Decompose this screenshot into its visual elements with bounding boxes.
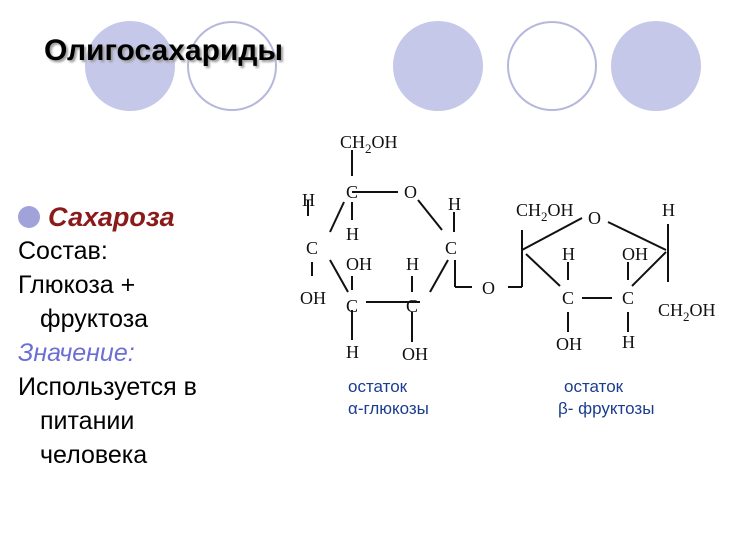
composition-value-2: фруктоза [40,305,149,333]
decor-circle-2 [187,21,277,111]
fructose-h-c4: H [622,332,635,352]
glucose-h-c5-down: H [346,224,359,244]
glucose-c2: C [406,296,418,316]
glucose-c5: C [346,182,358,202]
fructose-c3: C [562,288,574,308]
sucrose-structure-diagram: CH2OH C O H H H C C OH OH C H H C OH O C… [300,132,716,418]
glucose-h-c5: H [302,190,315,210]
fructose-h-c3: H [562,244,575,264]
subject-line: Сахароза [18,200,288,234]
fructose-ch2oh-top: CH2OH [516,200,574,224]
subject-heading: Сахароза [48,202,175,232]
significance-line-1: Используется в [18,373,197,401]
composition-label: Состав: [18,237,108,265]
glucose-c3: C [346,296,358,316]
bond-lines [307,150,669,342]
fructose-ring-oxygen: O [588,208,601,228]
glucose-h-c1: H [448,194,461,214]
glucose-h-c2: H [406,254,419,274]
decor-circle-3 [393,21,483,111]
fructose-oh-c3: OH [556,334,582,354]
decor-circle-4 [507,21,597,111]
glucose-oh-c2: OH [402,344,428,364]
composition-value-1: Глюкоза + [18,271,136,299]
glycosidic-oxygen: O [482,278,495,298]
fructose-caption-2: β- фруктозы [558,399,654,418]
glucose-caption-2: α-глюкозы [348,399,429,418]
glucose-h-c3: H [346,342,359,362]
glucose-ch2oh-label: CH2OH [340,132,398,156]
decor-circle-1 [85,21,175,111]
fructose-c4: C [622,288,634,308]
glucose-oh-c3: OH [346,254,372,274]
glucose-caption-1: остаток [348,377,408,396]
significance-label: Значение: [18,339,135,367]
fructose-ch2oh-bottom: CH2OH [658,300,716,324]
text-column: Сахароза Состав: Глюкоза + фруктоза Знач… [18,200,288,472]
fructose-h-top: H [662,200,675,220]
glucose-c4: C [306,238,318,258]
significance-line-2: питании [40,407,135,435]
significance-line-3: человека [40,441,148,469]
fructose-caption-1: остаток [564,377,624,396]
decor-circle-5 [611,21,701,111]
slide-title: Олигосахариды [44,34,284,67]
bullet-icon [18,206,40,228]
header-decoration [85,21,701,111]
glucose-c1: C [445,238,457,258]
glucose-oh-c4: OH [300,288,326,308]
fructose-oh-c4: OH [622,244,648,264]
glucose-ring-oxygen: O [404,182,417,202]
